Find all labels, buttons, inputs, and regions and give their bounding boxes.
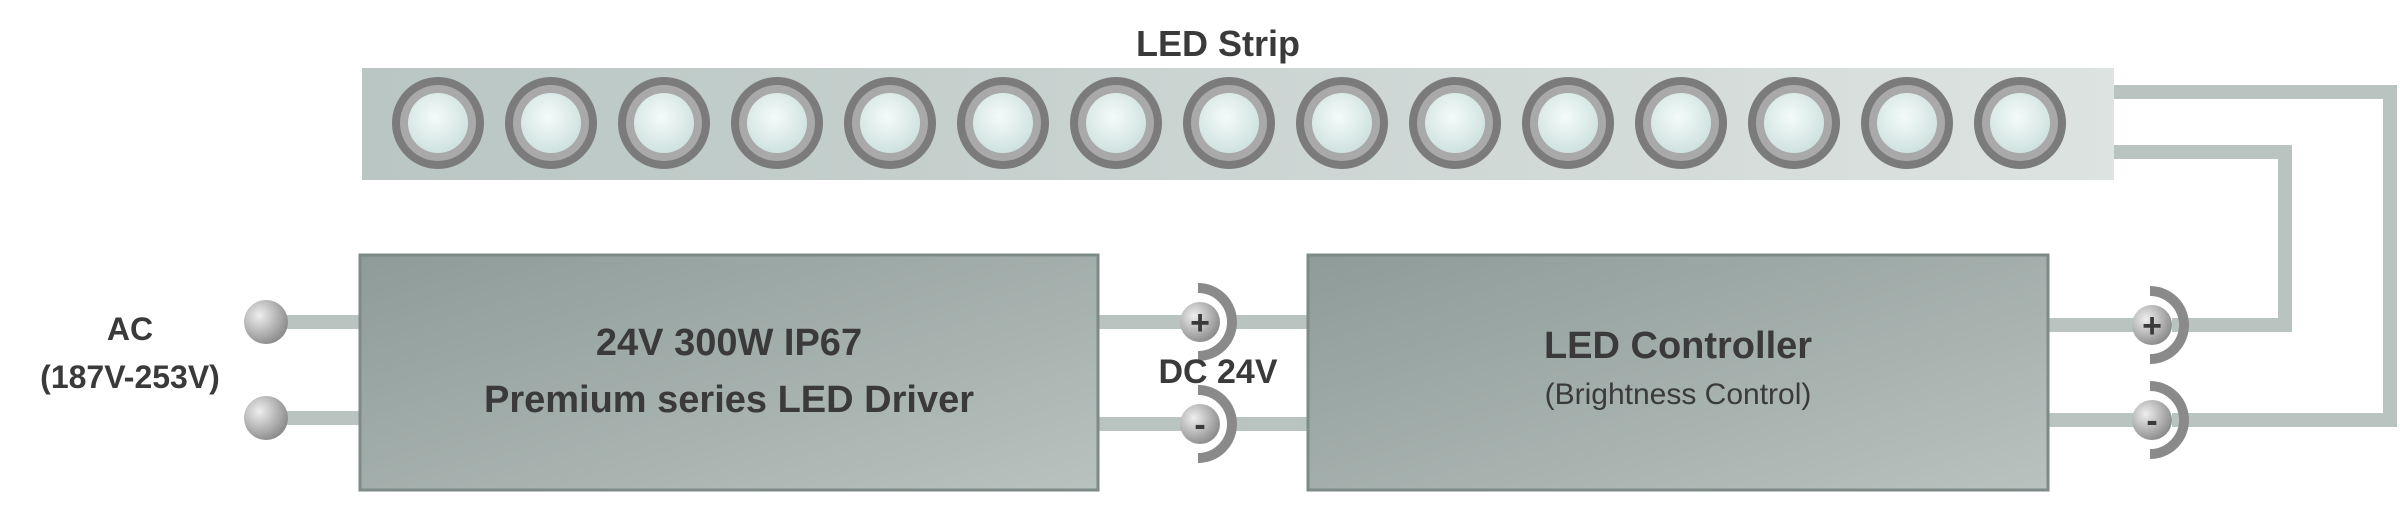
out-plus-sign: + [2142, 307, 2162, 345]
led-lens-icon [1538, 93, 1598, 153]
led-lens-icon [1764, 93, 1824, 153]
dc-plus-sign: + [1190, 304, 1210, 342]
strip-return-wire-plus [2110, 145, 2292, 332]
led-lens-icon [1990, 93, 2050, 153]
led-lens-icon [408, 93, 468, 153]
ac-plug-top-icon [244, 300, 288, 344]
ac-label: AC [107, 311, 153, 347]
dc-plus-terminal-icon [1180, 302, 1220, 342]
driver-model-text: 24V 300W IP67 [596, 322, 862, 364]
led-driver-box [358, 253, 1100, 492]
wires [280, 85, 2397, 431]
led-lens-icon [1086, 93, 1146, 153]
led-lens-icon [747, 93, 807, 153]
led-group [392, 77, 2066, 169]
led-lens-icon [860, 93, 920, 153]
led-lens-icon [1312, 93, 1372, 153]
led-controller-box [1306, 253, 2050, 492]
led-lens-icon [1877, 93, 1937, 153]
dc-plus-terminal-arc [1197, 283, 1237, 361]
dc-minus-sign: - [1194, 406, 1205, 444]
ac-plug-bottom-icon [244, 396, 288, 440]
out-plus-terminal-arc [2149, 286, 2189, 364]
led-lens-icon [634, 93, 694, 153]
dc-minus-terminal-icon [1180, 404, 1220, 444]
led-lens-icon [1425, 93, 1485, 153]
led-strip-title: LED Strip [1136, 23, 1300, 64]
controller-title: LED Controller [1544, 325, 1812, 367]
led-lens-icon [521, 93, 581, 153]
out-minus-terminal-arc [2149, 381, 2189, 459]
controller-subtitle: (Brightness Control) [1545, 378, 1812, 411]
led-lens-icon [1199, 93, 1259, 153]
driver-series-text: Premium series LED Driver [484, 379, 974, 421]
dc-minus-terminal-arc [1197, 385, 1237, 463]
ac-voltage-range: (187V-253V) [40, 359, 220, 395]
led-lens-icon [973, 93, 1033, 153]
led-lens-icon [1651, 93, 1711, 153]
out-plus-terminal-icon [2132, 305, 2172, 345]
out-minus-sign: - [2146, 402, 2157, 440]
out-minus-terminal-icon [2132, 400, 2172, 440]
dc-voltage-label: DC 24V [1158, 353, 1277, 391]
strip-return-wire-minus [2110, 85, 2397, 427]
